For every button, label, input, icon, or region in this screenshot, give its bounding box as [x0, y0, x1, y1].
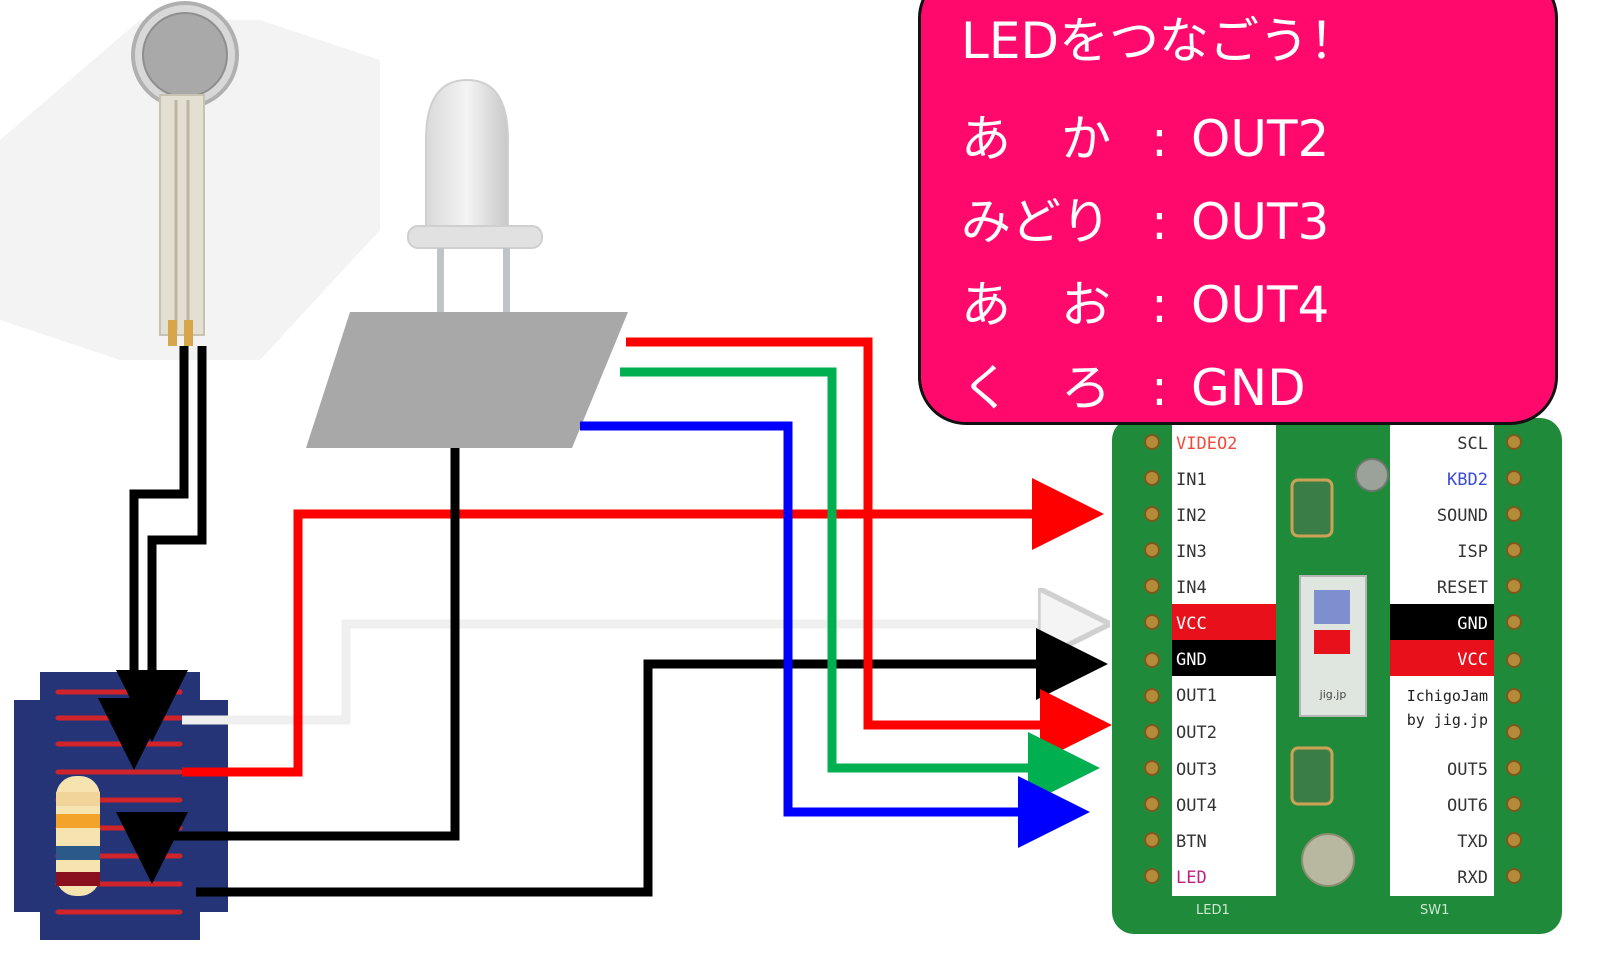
pin-in4: IN4: [1176, 578, 1207, 598]
led-dome: [425, 78, 509, 231]
callout-row-green: みどり: OUT3: [961, 194, 1329, 250]
right-pin-labels: SCL KBD2 SOUND ISP RESET GND VCC IchigoJ…: [1407, 434, 1488, 888]
wire-led-green-out3: [620, 367, 1100, 804]
led-leg-short: [437, 248, 444, 338]
color-name-black: く ろ: [961, 359, 1111, 417]
color-name-red: あ か: [961, 110, 1111, 168]
pin-out1: OUT1: [1176, 686, 1217, 706]
pin-rxd: RXD: [1457, 868, 1488, 888]
separator: :: [1151, 193, 1168, 251]
instruction-callout: LEDをつなごう！ あ か: OUT2 みどり: OUT3 あ お: OUT4 く ろ…: [918, 0, 1558, 425]
led: [407, 78, 543, 348]
pin-in3: IN3: [1176, 542, 1207, 562]
pin-kbd2: KBD2: [1447, 470, 1488, 490]
left-pin-labels: VIDEO2 IN1 IN2 IN3 IN4 VCC GND OUT1 OUT2…: [1176, 434, 1237, 888]
pin-sound: SOUND: [1437, 506, 1488, 526]
pin-scl: SCL: [1457, 434, 1488, 454]
wire-vcc-white: [182, 624, 1092, 725]
led-junction-plate: [306, 312, 628, 448]
pin-out2: OUT2: [1176, 723, 1217, 743]
silk-led1: LED1: [1196, 903, 1230, 918]
pin-out5: OUT5: [1447, 760, 1488, 780]
sensor-tail: [159, 94, 205, 336]
mini-breadboard: [14, 672, 228, 940]
callout-row-blue: あ お: OUT4: [961, 277, 1329, 333]
pin-out6: OUT6: [1447, 796, 1488, 816]
pin-blue: OUT4: [1191, 276, 1330, 334]
wire-led-blue-out4: [580, 421, 1090, 848]
pin-gnd-left: GND: [1176, 650, 1207, 670]
color-name-green: みどり: [961, 193, 1111, 251]
force-sensor: [0, 1, 380, 360]
separator: :: [1151, 359, 1168, 417]
wire-sensor-to-in2: [182, 478, 1104, 777]
wire-gnd-to-board: [196, 628, 1108, 897]
pin-in2: IN2: [1176, 506, 1207, 526]
pin-gnd-right: GND: [1457, 614, 1488, 634]
separator: :: [1151, 276, 1168, 334]
pin-txd: TXD: [1457, 832, 1488, 852]
pin-video2: VIDEO2: [1176, 434, 1237, 454]
pin-in1: IN1: [1176, 470, 1207, 490]
resistor: [56, 776, 100, 896]
pin-vcc-left: VCC: [1176, 614, 1207, 634]
separator: :: [1151, 110, 1168, 168]
color-name-blue: あ お: [961, 276, 1111, 334]
pin-green: OUT3: [1191, 193, 1330, 251]
pin-btn: BTN: [1176, 832, 1207, 852]
ichigojam-board: [1112, 418, 1562, 934]
wire-sensor-lead-1: [98, 346, 189, 770]
pin-black: GND: [1191, 359, 1306, 417]
callout-row-red: あ か: OUT2: [961, 111, 1329, 167]
board-brand: IchigoJam: [1407, 687, 1488, 705]
pin-red: OUT2: [1191, 110, 1330, 168]
chip-label: jig.jp: [1319, 688, 1347, 701]
wire-led-red-out2: [626, 337, 1112, 761]
board-maker: by jig.jp: [1407, 711, 1488, 729]
silk-sw1: SW1: [1420, 903, 1449, 918]
callout-row-black: く ろ: GND: [961, 360, 1306, 416]
led-leg-long: [503, 248, 510, 348]
pin-isp: ISP: [1457, 542, 1488, 562]
wire-sensor-lead-2: [116, 346, 207, 742]
pin-out3: OUT3: [1176, 760, 1217, 780]
pin-vcc-right: VCC: [1457, 650, 1488, 670]
callout-title: LEDをつなごう！: [961, 12, 1359, 70]
pin-reset: RESET: [1437, 578, 1488, 598]
pin-out4: OUT4: [1176, 796, 1217, 816]
wire-led-gnd: [116, 448, 460, 884]
pin-led: LED: [1176, 868, 1207, 888]
